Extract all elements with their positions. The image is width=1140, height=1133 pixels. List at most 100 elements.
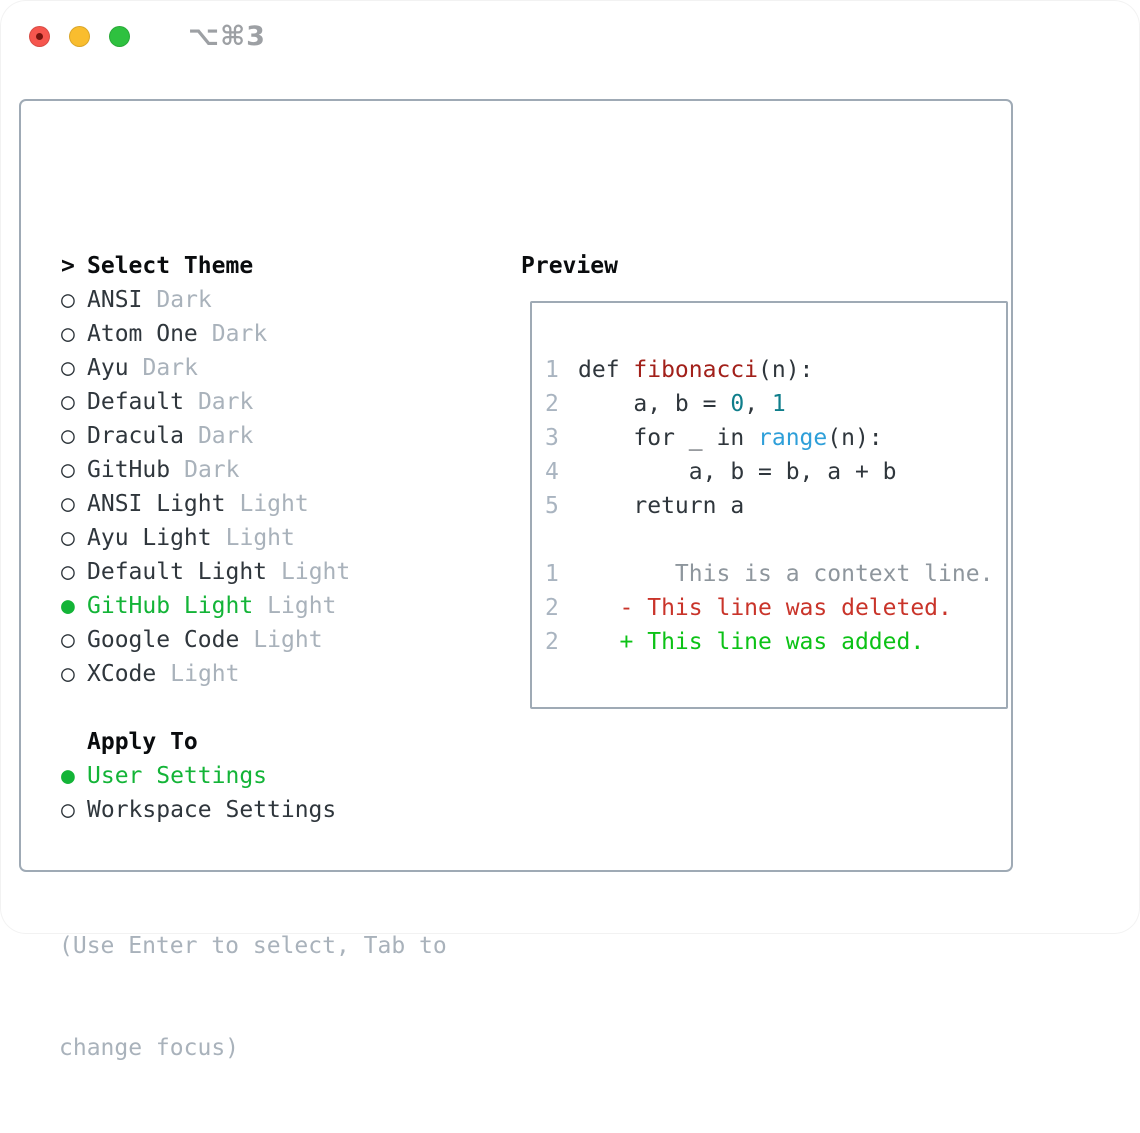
keyboard-hint: (Use Enter to select, Tab to change focu… xyxy=(59,861,447,1133)
theme-name: Ayu xyxy=(87,355,129,381)
theme-item-atom-one-dark[interactable]: ○ Atom One Dark xyxy=(61,317,350,351)
code-line: 4 a, b = b, a + b xyxy=(545,455,993,489)
line-number: 3 xyxy=(545,425,559,451)
theme-name: Default xyxy=(87,389,184,415)
deleted-text: - This line was deleted. xyxy=(578,595,952,621)
apply-option-workspace-settings[interactable]: ○ Workspace Settings xyxy=(61,793,336,827)
code-token: a, b = b, a + b xyxy=(578,459,897,485)
radio-icon: ○ xyxy=(61,423,75,449)
theme-item-xcode-light[interactable]: ○ XCode Light xyxy=(61,657,350,691)
code-line: 3 for _ in range(n): xyxy=(545,421,993,455)
theme-name: GitHub Light xyxy=(87,593,254,619)
radio-icon: ○ xyxy=(61,321,75,347)
cursor-arrow-icon: > xyxy=(61,253,75,279)
close-dot-icon xyxy=(36,33,43,40)
keyboard-hint-line2: change focus) xyxy=(59,1035,240,1061)
theme-item-ansi-dark[interactable]: ○ ANSI Dark xyxy=(61,283,350,317)
radio-selected-icon: ● xyxy=(61,763,75,789)
code-token: (n): xyxy=(758,357,814,383)
line-number: 2 xyxy=(545,595,559,621)
theme-variant: Light xyxy=(281,559,351,585)
apply-option-label: User Settings xyxy=(87,763,268,789)
theme-name: GitHub xyxy=(87,457,171,483)
keyboard-hint-line1: (Use Enter to select, Tab to xyxy=(59,933,447,959)
diff-deleted-line: 2 - This line was deleted. xyxy=(545,591,993,625)
theme-variant: Light xyxy=(239,491,309,517)
radio-icon: ○ xyxy=(61,287,75,313)
theme-variant: Dark xyxy=(142,355,198,381)
theme-variant: Light xyxy=(225,525,295,551)
number-token: 1 xyxy=(771,391,786,417)
theme-item-github-light[interactable]: ● GitHub Light Light xyxy=(61,589,350,623)
context-text: This is a context line. xyxy=(578,561,994,587)
theme-name: Atom One xyxy=(87,321,198,347)
radio-icon: ○ xyxy=(61,389,75,415)
number-token: 0 xyxy=(730,391,745,417)
line-number: 1 xyxy=(545,357,559,383)
theme-item-google-code-light[interactable]: ○ Google Code Light xyxy=(61,623,350,657)
radio-icon: ○ xyxy=(61,559,75,585)
code-token: return a xyxy=(578,493,745,519)
radio-selected-icon: ● xyxy=(61,593,75,619)
theme-item-default-light[interactable]: ○ Default Light Light xyxy=(61,555,350,589)
line-number: 5 xyxy=(545,493,559,519)
apply-to-header-row: Apply To xyxy=(61,725,336,759)
theme-name: Default Light xyxy=(87,559,268,585)
code-token: a, b = xyxy=(578,391,731,417)
code-token: (n): xyxy=(827,425,883,451)
radio-icon: ○ xyxy=(61,797,75,823)
close-button[interactable] xyxy=(29,26,50,47)
theme-variant: Dark xyxy=(156,287,212,313)
theme-variant: Dark xyxy=(184,457,240,483)
theme-item-github-dark[interactable]: ○ GitHub Dark xyxy=(61,453,350,487)
theme-item-dracula-dark[interactable]: ○ Dracula Dark xyxy=(61,419,350,453)
code-token: def xyxy=(578,357,634,383)
builtin-token: range xyxy=(758,425,828,451)
diff-added-line: 2 + This line was added. xyxy=(545,625,993,659)
apply-option-label: Workspace Settings xyxy=(87,797,337,823)
radio-icon: ○ xyxy=(61,457,75,483)
theme-variant: Light xyxy=(267,593,337,619)
code-line-blank xyxy=(545,523,993,557)
apply-to-section: Apply To ● User Settings ○ Workspace Setti… xyxy=(61,725,336,827)
added-text: + This line was added. xyxy=(578,629,925,655)
theme-name: Google Code xyxy=(87,627,240,653)
radio-icon: ○ xyxy=(61,661,75,687)
theme-name: ANSI xyxy=(87,287,143,313)
theme-variant: Dark xyxy=(197,389,254,415)
theme-name: Ayu Light xyxy=(87,525,212,551)
theme-variant: Dark xyxy=(211,321,268,347)
function-token: fibonacci xyxy=(633,357,759,383)
radio-icon: ○ xyxy=(61,627,75,653)
minimize-button[interactable] xyxy=(69,26,90,47)
titlebar: ⌥⌘3 xyxy=(29,23,266,50)
theme-variant: Dark xyxy=(197,423,254,449)
theme-name: Dracula xyxy=(87,423,184,449)
theme-list-title: Select Theme xyxy=(87,253,254,279)
line-number: 2 xyxy=(545,391,559,417)
apply-option-user-settings[interactable]: ● User Settings xyxy=(61,759,336,793)
theme-item-ayu-dark[interactable]: ○ Ayu Dark xyxy=(61,351,350,385)
theme-name: XCode xyxy=(87,661,157,687)
line-number: 1 xyxy=(545,561,559,587)
theme-name: ANSI Light xyxy=(87,491,226,517)
theme-variant: Light xyxy=(170,661,240,687)
code-line: 1 def fibonacci(n): xyxy=(545,353,993,387)
zoom-button[interactable] xyxy=(109,26,130,47)
apply-to-title: Apply To xyxy=(87,729,198,755)
code-token: for _ in xyxy=(578,425,759,451)
radio-icon: ○ xyxy=(61,355,75,381)
code-token: , xyxy=(744,391,772,417)
preview-title: Preview xyxy=(521,253,618,279)
theme-item-default-dark[interactable]: ○ Default Dark xyxy=(61,385,350,419)
code-line: 5 return a xyxy=(545,489,993,523)
theme-variant: Light xyxy=(253,627,323,653)
code-line: 2 a, b = 0, 1 xyxy=(545,387,993,421)
